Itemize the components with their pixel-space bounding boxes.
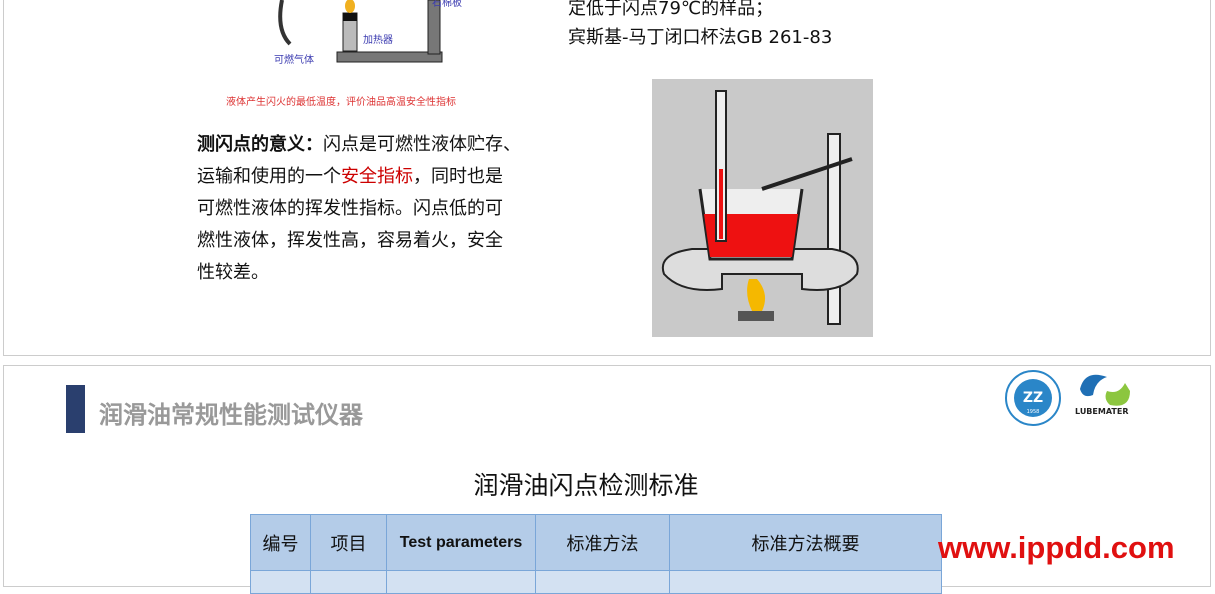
header-number: 编号	[250, 514, 311, 571]
flash-point-panel	[3, 0, 1211, 356]
svg-text:ZZ: ZZ	[1023, 390, 1043, 406]
closed-cup-apparatus-image	[652, 79, 873, 337]
diagram-caption: 液体产生闪火的最低温度，评价油品高温安全性指标	[226, 97, 456, 108]
watermark: www.ippdd.com	[938, 530, 1175, 565]
heater-label: 加热器	[363, 35, 393, 46]
institute-logo: ZZ 1958	[1005, 370, 1061, 426]
header-method-summary: 标准方法概要	[669, 514, 942, 571]
meaning-text: 运输和使用的一个	[197, 166, 341, 187]
method-text: 定低于闪点79℃的样品； 宾斯基-马丁闭口杯法GB 261-83	[568, 0, 832, 52]
section-title: 润滑油常规性能测试仪器	[99, 401, 363, 429]
header-item: 项目	[310, 514, 387, 571]
meaning-text: 性较差。	[197, 262, 269, 283]
lubemater-logo: LUBEMATER	[1075, 374, 1130, 416]
meaning-text: 可燃性液体的挥发性指标。闪点低的可	[197, 198, 503, 219]
safety-index-highlight: 安全指标	[341, 166, 413, 187]
meaning-text: 闪点是可燃性液体贮存、	[323, 134, 521, 155]
meaning-text: 燃性液体，挥发性高，容易着火，安全	[197, 230, 503, 251]
method-line: 宾斯基-马丁闭口杯法GB 261-83	[568, 27, 833, 48]
flash-point-meaning: 测闪点的意义：闪点是可燃性液体贮存、 运输和使用的一个安全指标，同时也是 可燃性…	[197, 129, 542, 289]
logo-year: 1958	[1027, 409, 1040, 415]
meaning-title: 测闪点的意义：	[197, 134, 323, 155]
header-standard-method: 标准方法	[535, 514, 670, 571]
accent-bar	[66, 385, 85, 433]
table-title: 润滑油闪点检测标准	[473, 471, 699, 500]
flash-point-standards-table: 编号 项目 Test parameters 标准方法 标准方法概要	[250, 514, 942, 594]
brand-text: LUBEMATER	[1075, 407, 1128, 416]
open-cup-diagram	[278, 0, 443, 63]
method-line: 定低于闪点79℃的样品；	[568, 0, 774, 19]
meaning-text: ，同时也是	[413, 166, 503, 187]
asbestos-board-label: 石棉板	[432, 0, 462, 9]
table-header-row: 编号 项目 Test parameters 标准方法 标准方法概要	[250, 514, 942, 571]
combustible-gas-label: 可燃气体	[274, 55, 314, 66]
header-test-parameters: Test parameters	[386, 514, 536, 571]
